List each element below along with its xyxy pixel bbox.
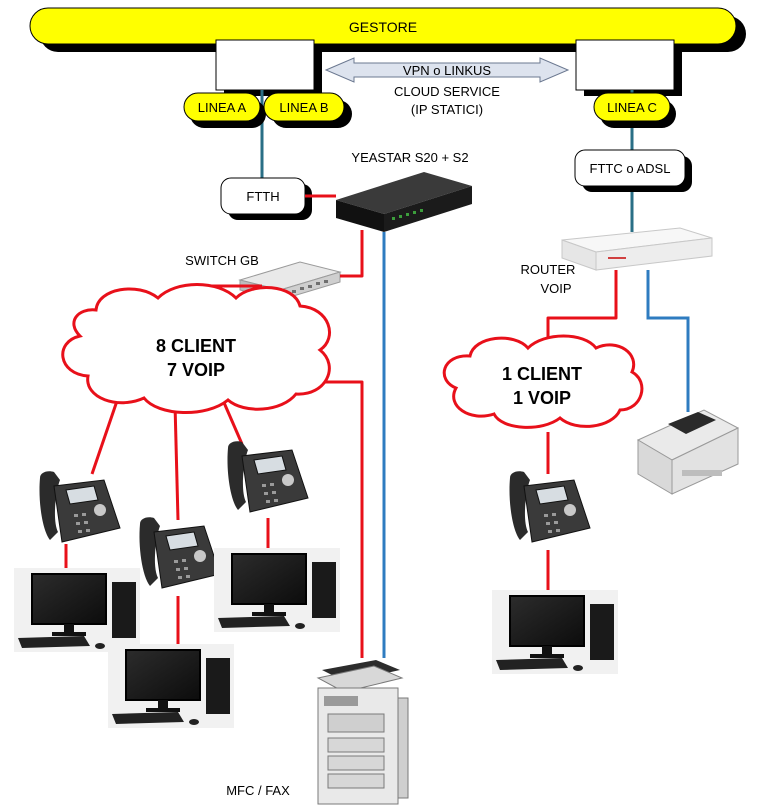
router-label-line1: ROUTER [521,262,576,277]
modem-box-left [215,39,322,96]
line-a-label: LINEA A [198,100,247,115]
static-ip-label: (IP STATICI) [411,102,483,117]
cloud-to-mfc-link [318,380,364,658]
desktop-pc-icon [108,644,234,728]
mfc-copier-icon [316,660,409,805]
switch-label: SWITCH GB [185,253,259,268]
phone-line-links [382,232,690,658]
ip-phone-icon [509,471,591,543]
desktop-pc-icon [492,590,618,674]
cloud-left: 8 CLIENT 7 VOIP [61,283,331,414]
fax-machine-icon [636,409,740,495]
cloud-service-label: CLOUD SERVICE [394,84,500,99]
modem-box-right [575,39,682,96]
pbx-device-icon [336,172,472,232]
ftth-label: FTTH [246,189,279,204]
router-to-fax-phone-link [646,270,690,412]
ftth-box: FTTH [220,177,312,220]
provider-label: GESTORE [349,19,417,35]
router-label-line2: VOIP [540,281,571,296]
cloud-right-line1: 1 CLIENT [502,364,582,384]
cloud-left-line1: 8 CLIENT [156,336,236,356]
vpn-arrow: VPN o LINKUS [324,57,570,83]
router-to-cloud-right-link [546,270,618,344]
ip-phone-icon [139,517,221,589]
pbx-label: YEASTAR S20 + S2 [351,150,468,165]
cloud-right-line2: 1 VOIP [513,388,571,408]
pbx-to-switch-link [340,230,364,278]
line-b-pill: LINEA B [263,92,352,128]
cloud-right: 1 CLIENT 1 VOIP [442,334,644,429]
cloud-to-phone3-link [220,397,244,445]
line-b-label: LINEA B [279,100,328,115]
line-c-label: LINEA C [607,100,657,115]
fttc-box: FTTC o ADSL [574,149,692,192]
line-c-pill: LINEA C [593,92,676,128]
router-device-icon [561,227,713,271]
ip-phone-icon [39,471,121,543]
line-a-pill: LINEA A [183,92,266,128]
desktop-pc-icon [214,548,340,632]
mfc-label: MFC / FAX [226,783,290,798]
fttc-label: FTTC o ADSL [590,161,671,176]
desktop-pc-icon [14,568,140,652]
cloud-to-phone1-link [90,397,120,475]
vpn-label: VPN o LINKUS [403,63,491,78]
cloud-left-line2: 7 VOIP [167,360,225,380]
ip-phone-icon [227,441,309,513]
cloud-to-phone2-link [173,403,180,521]
